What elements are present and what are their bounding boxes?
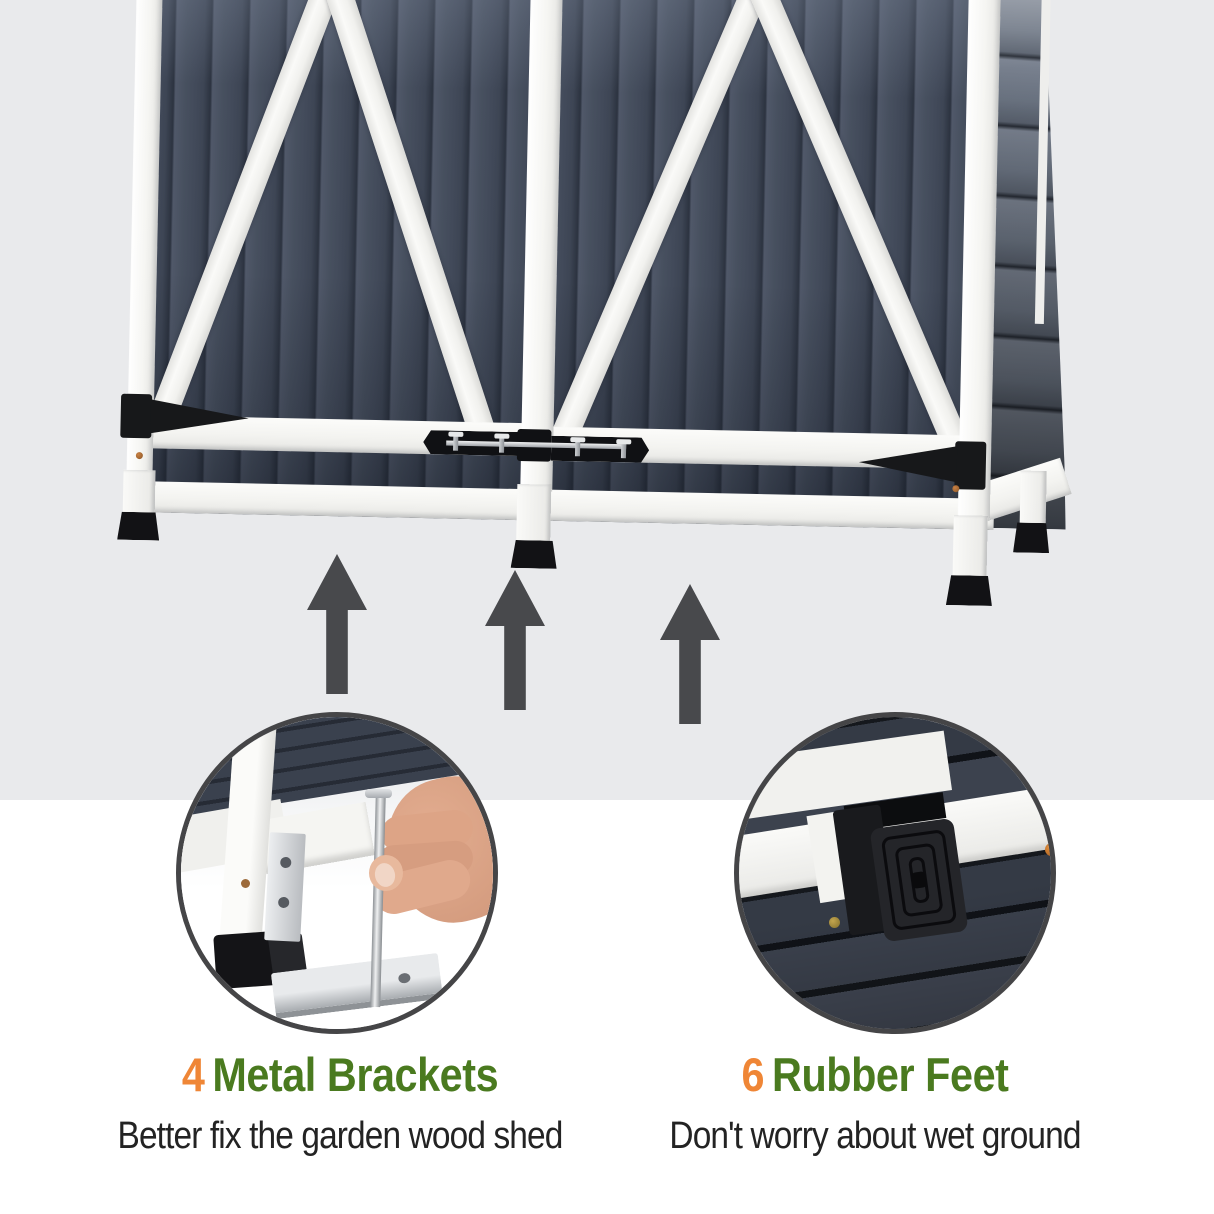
feature-title: Rubber Feet [772,1048,1009,1101]
screw [241,879,250,888]
metal-bracket-vertical-plate [264,832,306,942]
rubber-foot [117,512,160,541]
rubber-foot-front [869,817,969,943]
t-hinge-right [954,441,987,490]
bracket-hole [280,856,292,869]
metal-brackets-callout [176,712,498,1034]
rubber-foot [946,575,993,606]
shed-side-panel [986,0,1077,529]
latch-handle-cap [616,439,632,445]
feature-description: Better fix the garden wood shed [117,1115,564,1158]
barrel-bolt-latch-right [551,436,650,463]
rubber-feet-callout [734,712,1056,1034]
latch-handle-cap [448,431,464,437]
screw [1045,843,1051,856]
feature-count: 6 [741,1048,765,1101]
shed-leg [1019,470,1047,530]
feature-description: Don't worry about wet ground [669,1115,1081,1158]
screw [829,917,840,928]
rubber-foot [1013,522,1050,553]
t-hinge-left [120,393,153,439]
bracket-hole [397,972,411,984]
latch-handle-cap [494,433,510,439]
rubber-foot-photo [739,717,1051,1029]
latch-handle [574,440,581,457]
bracket-hole [277,896,290,909]
latch-handle [453,434,459,451]
rubber-foot [511,540,558,569]
rubber-foot-center [910,871,928,889]
shed-photo [0,0,1214,672]
feature-title: Metal Brackets [212,1048,499,1101]
metal-bracket-photo [181,717,493,1029]
latch-handle [620,442,627,459]
latch-handle [499,436,505,453]
latch-handle-cap [570,437,586,443]
feature-count: 4 [181,1048,205,1101]
ground-stake-head [365,789,392,798]
